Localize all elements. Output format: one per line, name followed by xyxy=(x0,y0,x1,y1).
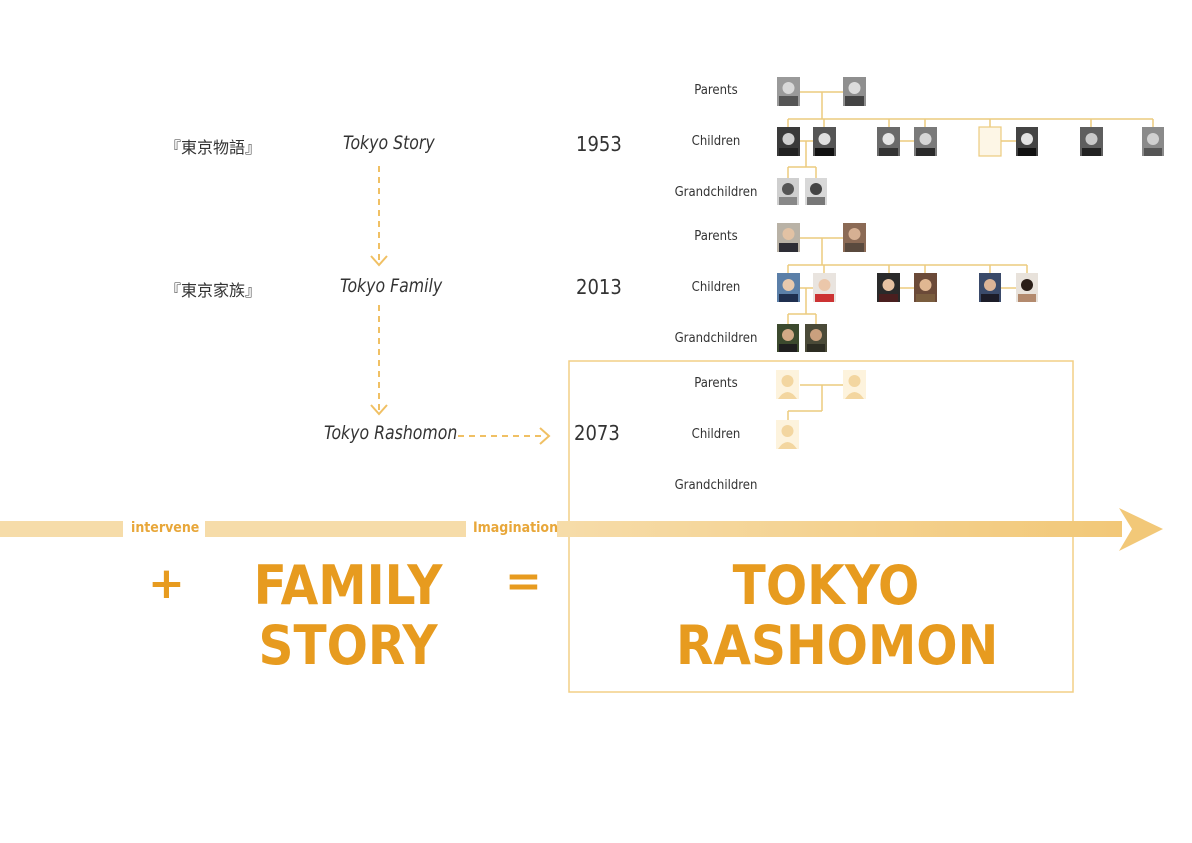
family-story-text: FAMILY STORY xyxy=(248,556,448,676)
tokyo-rashomon-line-2: RASHOMON xyxy=(676,614,999,677)
dashed-arrow-to-future xyxy=(458,427,551,445)
year-2013: 2013 xyxy=(576,275,622,299)
year-1953: 1953 xyxy=(576,132,622,156)
portrait-photo xyxy=(877,273,900,302)
portrait-photo xyxy=(843,223,866,252)
portrait-photo xyxy=(979,273,1001,302)
gen-label-children: Children xyxy=(691,134,741,149)
portrait-photo xyxy=(805,178,827,205)
portrait-photo xyxy=(877,127,900,156)
en-title-2013: Tokyo Family xyxy=(340,275,443,297)
portrait-photo xyxy=(1142,127,1164,156)
silhouettes-2073 xyxy=(776,370,866,449)
portrait-photo xyxy=(1016,127,1038,156)
portrait-photo xyxy=(777,127,800,156)
dashed-arrow-2013-2073 xyxy=(370,305,388,416)
portraits-2013 xyxy=(777,223,1038,352)
family-story-line-1: FAMILY xyxy=(253,554,443,617)
person-silhouette-icon xyxy=(776,420,799,449)
portrait-photo xyxy=(843,77,866,106)
dashed-arrow-1953-2013 xyxy=(370,166,388,267)
plus-sign: + xyxy=(148,558,185,609)
tokyo-rashomon-line-1: TOKYO xyxy=(732,554,920,617)
gen-label-grandchildren: Grandchildren xyxy=(674,478,758,493)
family-story-line-2: STORY xyxy=(258,614,438,677)
tree-lines-2013 xyxy=(787,237,1028,324)
timeline-label-imagination: Imagination xyxy=(473,520,559,536)
portrait-photo xyxy=(777,223,800,252)
portrait-placeholder xyxy=(978,126,1002,157)
portrait-photo xyxy=(914,127,937,156)
gen-label-parents: Parents xyxy=(694,376,738,391)
portrait-photo xyxy=(1016,273,1038,302)
portrait-photo xyxy=(777,324,799,352)
portrait-photo xyxy=(777,273,800,302)
portrait-photo xyxy=(813,273,836,302)
equals-sign: = xyxy=(505,556,542,607)
jp-title-1953: 『東京物語』 xyxy=(165,138,262,157)
portrait-photo xyxy=(777,178,799,205)
timeline-bar xyxy=(0,508,1163,551)
gen-label-children: Children xyxy=(691,280,741,295)
year-2073: 2073 xyxy=(574,421,620,445)
portrait-photo xyxy=(1080,127,1103,156)
tree-lines-2073 xyxy=(787,384,843,420)
en-title-1953: Tokyo Story xyxy=(343,132,435,154)
portraits-1953 xyxy=(777,77,1164,205)
portrait-photo xyxy=(805,324,827,352)
en-title-2073: Tokyo Rashomon xyxy=(324,422,458,444)
portrait-photo xyxy=(813,127,836,156)
gen-label-children: Children xyxy=(691,427,741,442)
person-silhouette-icon xyxy=(776,370,799,399)
tokyo-rashomon-text: TOKYO RASHOMON xyxy=(676,554,999,677)
gen-label-parents: Parents xyxy=(694,83,738,98)
gen-label-parents: Parents xyxy=(694,229,738,244)
jp-title-2013: 『東京家族』 xyxy=(165,281,262,300)
gen-label-grandchildren: Grandchildren xyxy=(674,331,758,346)
gen-label-grandchildren: Grandchildren xyxy=(674,185,758,200)
person-silhouette-icon xyxy=(843,370,866,399)
timeline-label-intervene: intervene xyxy=(131,520,200,536)
portrait-photo xyxy=(777,77,800,106)
portrait-photo xyxy=(914,273,937,302)
tree-lines-1953 xyxy=(787,91,1154,178)
